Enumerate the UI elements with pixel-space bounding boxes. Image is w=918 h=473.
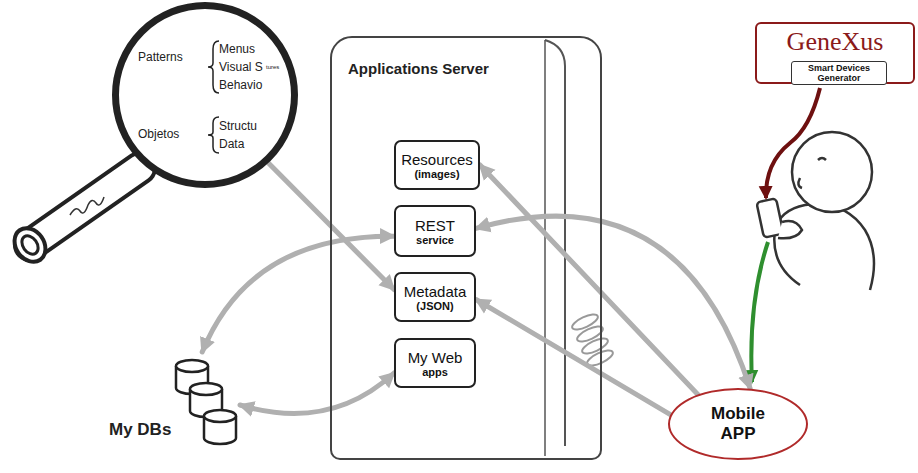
bracket	[208, 117, 219, 153]
node-label: My DBs	[109, 420, 171, 440]
data-flow-arrow	[476, 216, 750, 388]
node-sublabel: (JSON)	[416, 300, 453, 312]
node-label: Patterns	[138, 50, 183, 64]
node-sublabel: (images)	[414, 168, 459, 180]
node-sublabel: Structu	[219, 119, 257, 133]
node-label: Applications Server	[348, 60, 489, 77]
server-panel	[544, 40, 546, 456]
database-group: My DBs	[105, 350, 240, 450]
server-component: Resources(images)	[394, 140, 480, 190]
node-sublabel: apps	[422, 366, 448, 378]
data-flow-arrow	[480, 165, 698, 395]
node-sublabel: Objetos	[138, 127, 179, 141]
node-label: My Web	[408, 349, 463, 366]
node-label: Metadata	[404, 283, 467, 300]
lens-glass	[113, 3, 297, 187]
server-component: RESTservice	[394, 205, 476, 257]
data-flow-arrow	[202, 236, 394, 352]
generator-arrow	[766, 88, 820, 198]
application-server: Applications ServerResources(images) REST…	[330, 36, 602, 460]
data-flow-arrow	[476, 300, 670, 415]
node-sublabel: Menus	[219, 42, 255, 56]
node-sublabel: Behavio	[219, 78, 262, 92]
magnifier-handle	[8, 168, 140, 268]
node-sublabel: service	[416, 234, 454, 246]
deploy-arrow	[751, 242, 768, 382]
server-component: My Webapps	[394, 338, 476, 388]
server-component: Metadata(JSON)	[394, 272, 476, 322]
mobile-app-oval: Mobile APP	[668, 388, 808, 460]
magnifier-lens: Patterns MenusVisual SturesBehavioObjetos…	[112, 2, 298, 188]
node-sublabel: Data	[219, 137, 244, 151]
bracket	[208, 41, 219, 93]
node-sublabel: Visual S	[219, 60, 263, 74]
person	[756, 132, 874, 290]
generator-logo: GeneXusSmart Devices Generator	[755, 22, 915, 84]
node-label: GeneXus	[757, 27, 913, 57]
data-flow-arrow	[240, 373, 394, 413]
node-label: REST	[415, 217, 455, 234]
node-sublabel: tures	[266, 64, 279, 70]
database-cylinders	[176, 360, 236, 444]
node-sublabel: Smart Devices Generator	[791, 61, 887, 85]
node-label: Resources	[401, 151, 473, 168]
node-label: Mobile APP	[702, 404, 774, 444]
